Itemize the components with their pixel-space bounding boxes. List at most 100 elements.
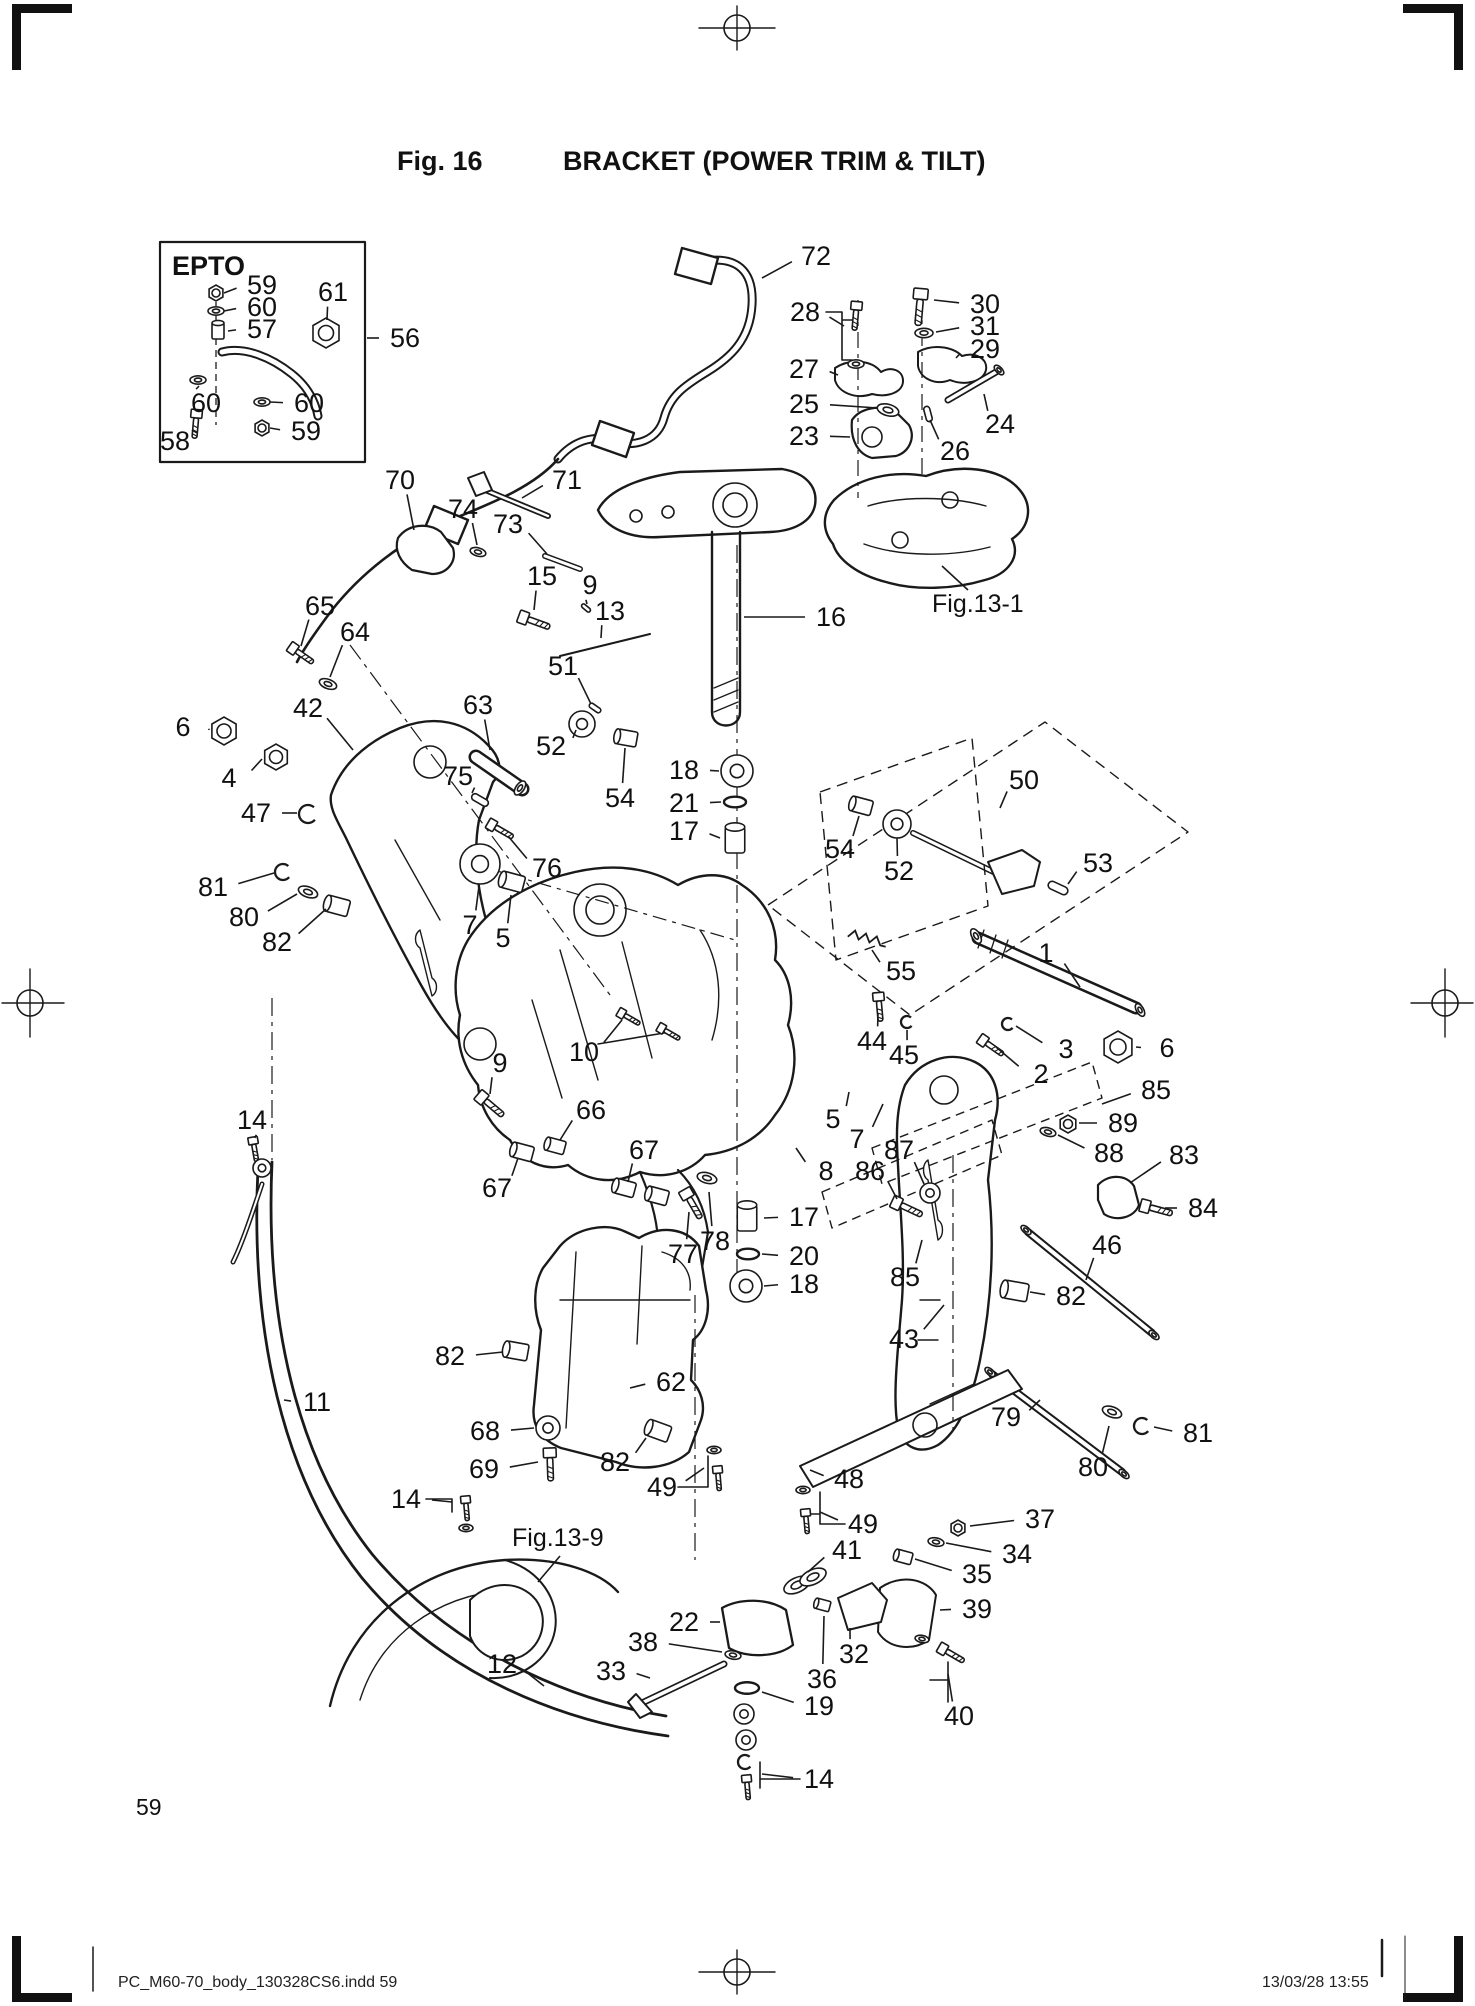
part-disc-glyph bbox=[252, 1158, 272, 1178]
part-disc-glyph bbox=[720, 754, 754, 788]
assembly-path bbox=[799, 1369, 1023, 1488]
callout-label: 84 bbox=[1188, 1193, 1218, 1223]
part-bolt-glyph bbox=[189, 408, 204, 439]
part-nut-glyph bbox=[208, 284, 224, 302]
assembly-path bbox=[720, 1599, 795, 1657]
part-washer-glyph bbox=[706, 1445, 722, 1455]
part-circle-glyph bbox=[629, 509, 643, 523]
assembly-path bbox=[158, 240, 367, 464]
callout-label: 42 bbox=[293, 693, 323, 723]
callout-label: 82 bbox=[600, 1447, 630, 1477]
callout-label: 46 bbox=[1092, 1230, 1122, 1260]
part-washer-glyph bbox=[1148, 1329, 1160, 1341]
callout-label: 1 bbox=[1038, 938, 1053, 968]
leader-line bbox=[509, 1461, 539, 1468]
callout-label: 60 bbox=[247, 292, 277, 322]
leader-line bbox=[585, 599, 588, 605]
part-bushing-glyph bbox=[724, 822, 746, 854]
leader-line bbox=[761, 1773, 794, 1779]
diagram-linework bbox=[1, 4, 1474, 2002]
part-washer-glyph bbox=[458, 1523, 474, 1533]
assembly-path bbox=[532, 1225, 710, 1469]
callout-label: 9 bbox=[492, 1048, 507, 1078]
part-washer-glyph bbox=[876, 402, 900, 418]
part-disc-glyph bbox=[729, 1269, 763, 1303]
leader-line bbox=[871, 949, 881, 963]
leader-line bbox=[845, 1091, 850, 1107]
leader-line bbox=[600, 625, 603, 639]
callout-label: 49 bbox=[647, 1472, 677, 1502]
leader-line bbox=[685, 1467, 705, 1482]
leader-line bbox=[506, 894, 512, 924]
part-bolt-glyph bbox=[799, 1507, 812, 1535]
part-bushing-glyph bbox=[643, 1185, 670, 1207]
callout-label: 53 bbox=[1083, 848, 1113, 878]
part-oring-glyph bbox=[735, 1247, 761, 1261]
assembly-path bbox=[871, 1061, 1103, 1185]
callout-label: 65 bbox=[305, 591, 335, 621]
part-bolt-glyph bbox=[935, 1641, 966, 1664]
assembly-path bbox=[1410, 968, 1474, 1038]
part-bolt-glyph bbox=[871, 991, 886, 1022]
callout-label: 88 bbox=[1094, 1138, 1124, 1168]
leader-line bbox=[195, 385, 200, 390]
leader-line bbox=[709, 833, 721, 839]
part-oring-glyph bbox=[722, 795, 748, 809]
assembly-path bbox=[1403, 4, 1463, 70]
callout-label: 69 bbox=[469, 1454, 499, 1484]
callout-label: 40 bbox=[944, 1701, 974, 1731]
leader-line bbox=[250, 758, 263, 772]
callout-label: 47 bbox=[241, 798, 271, 828]
callout-label: 66 bbox=[576, 1095, 606, 1125]
leader-line bbox=[1067, 871, 1078, 885]
callout-label: 41 bbox=[832, 1535, 862, 1565]
part-oring-glyph bbox=[733, 1681, 761, 1695]
leader-line bbox=[999, 791, 1008, 809]
callout-label: 63 bbox=[463, 690, 493, 720]
leader-line bbox=[621, 747, 626, 784]
assembly-path bbox=[531, 929, 720, 1099]
callout-label: 30 bbox=[970, 289, 1000, 319]
leader-line bbox=[1029, 1291, 1046, 1296]
leader-line bbox=[627, 1163, 634, 1183]
leader-line bbox=[829, 404, 879, 409]
assembly-path bbox=[596, 467, 817, 539]
leader-line bbox=[577, 677, 592, 705]
assembly-path-core bbox=[911, 831, 1008, 880]
callout-label: 19 bbox=[804, 1691, 834, 1721]
assembly-path bbox=[713, 677, 739, 713]
figure-ref-leader bbox=[941, 565, 969, 591]
assembly-path-core bbox=[974, 934, 1140, 1012]
assembly-path bbox=[825, 311, 853, 361]
assembly-path bbox=[877, 1578, 937, 1648]
part-nut-glyph bbox=[211, 716, 237, 746]
assembly-path bbox=[929, 1661, 949, 1703]
assembly-path bbox=[479, 865, 736, 941]
callout-label: 78 bbox=[700, 1226, 730, 1256]
assembly-path bbox=[1403, 1936, 1463, 2002]
callout-label: 44 bbox=[857, 1026, 887, 1056]
leader-line bbox=[431, 1499, 453, 1503]
callout-label: 80 bbox=[1078, 1452, 1108, 1482]
figure-reference: Fig.13-9 bbox=[512, 1524, 604, 1552]
callout-label: 68 bbox=[470, 1416, 500, 1446]
figure-title: BRACKET (POWER TRIM & TILT) bbox=[563, 146, 985, 176]
leader-line bbox=[761, 260, 793, 279]
callout-label: 79 bbox=[991, 1402, 1021, 1432]
part-bushing-glyph bbox=[999, 1279, 1030, 1303]
part-circle-glyph bbox=[929, 1075, 959, 1105]
leader-line bbox=[935, 327, 960, 333]
assembly-path bbox=[698, 5, 776, 51]
callout-label: 76 bbox=[532, 853, 562, 883]
assembly-path bbox=[255, 1166, 670, 1738]
callout-label: 34 bbox=[1002, 1539, 1032, 1569]
leader-line bbox=[559, 1120, 573, 1141]
part-circle-glyph bbox=[573, 883, 627, 937]
part-bolt-glyph bbox=[975, 1033, 1005, 1057]
leader-line bbox=[524, 1670, 545, 1687]
leader-line bbox=[852, 815, 860, 837]
callout-label: 54 bbox=[605, 783, 635, 813]
assembly-path bbox=[349, 644, 611, 996]
part-bolt-glyph bbox=[849, 300, 864, 331]
